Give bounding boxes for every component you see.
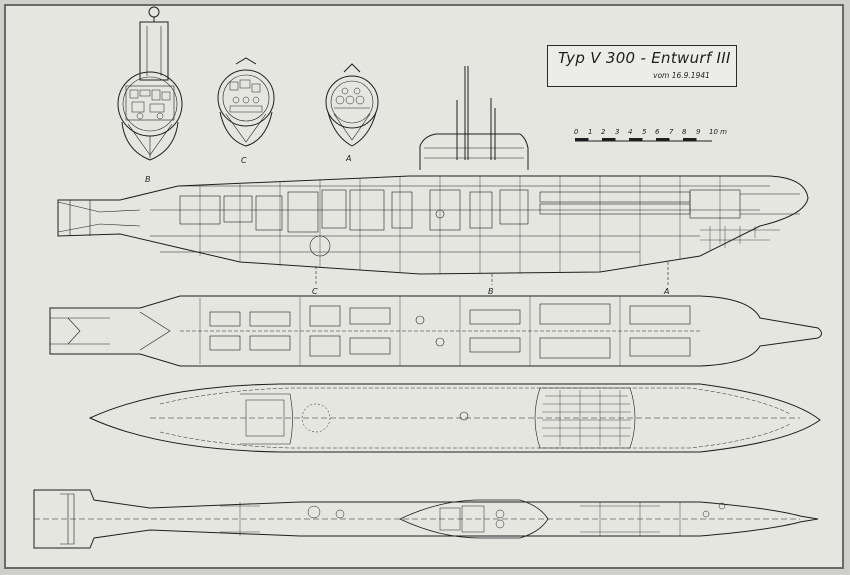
- scale-tick-1: 1: [588, 128, 592, 136]
- title-block: Typ V 300 - Entwurf III vom 16.9.1941: [547, 45, 737, 87]
- drawing-frame: [4, 4, 844, 569]
- section-marker-a: A: [663, 287, 669, 296]
- scale-tick-3: 3: [615, 128, 619, 136]
- section-markers: C B A: [312, 262, 669, 296]
- drawing-title: Typ V 300 - Entwurf III: [558, 49, 731, 67]
- section-label-a: A: [345, 154, 351, 163]
- scale-tick-4: 4: [628, 128, 632, 136]
- scale-tick-7: 7: [669, 128, 674, 136]
- section-label-c: C: [241, 156, 247, 165]
- exterior-top-view: [33, 489, 819, 549]
- section-view-b: B: [117, 6, 183, 184]
- scale-tick-5: 5: [642, 128, 647, 136]
- section-label-b: B: [145, 175, 151, 184]
- scale-bar: 0 1 2 3 4 5 6 7 8 9 10 m: [574, 128, 727, 142]
- scale-tick-10: 10 m: [709, 128, 727, 136]
- scale-tick-2: 2: [601, 128, 606, 136]
- section-marker-b: B: [488, 287, 494, 296]
- scale-tick-0: 0: [574, 128, 579, 136]
- hull-plan-view: [88, 383, 821, 453]
- drawing-date: vom 16.9.1941: [653, 71, 710, 80]
- scale-tick-6: 6: [655, 128, 660, 136]
- interior-plan-view: [49, 295, 822, 367]
- side-profile-view: [57, 66, 809, 275]
- scale-tick-8: 8: [682, 128, 687, 136]
- section-view-c: C: [217, 57, 275, 165]
- scale-tick-9: 9: [696, 128, 701, 136]
- section-view-a: A: [325, 63, 379, 163]
- section-marker-c: C: [312, 287, 318, 296]
